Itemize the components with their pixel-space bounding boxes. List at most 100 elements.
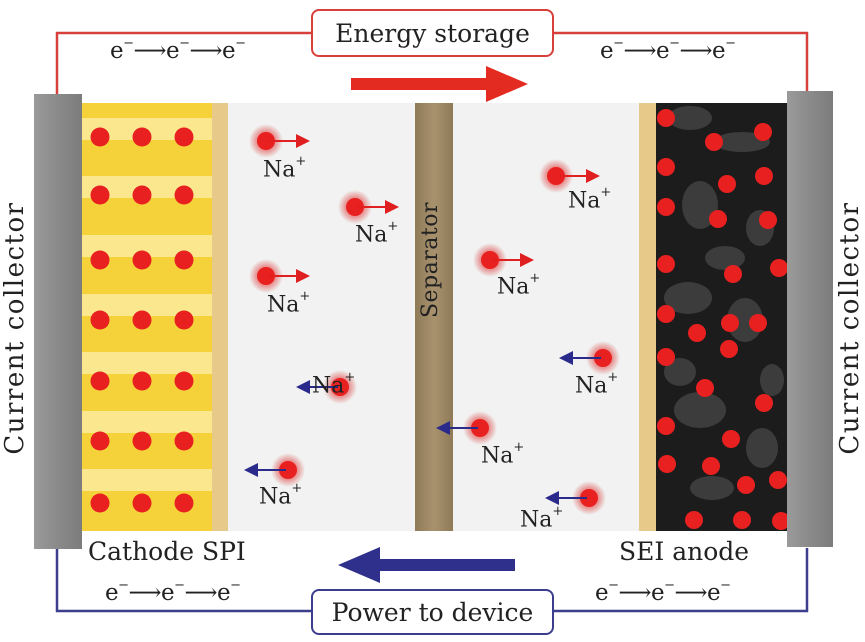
na-ion <box>249 124 310 158</box>
anode-pore <box>690 476 734 500</box>
electron-symbol: e− <box>166 36 190 64</box>
electron-flow-bottom-right: e−⟶e−⟶e− <box>595 578 731 606</box>
right-collector-label: Current collector <box>835 201 865 455</box>
electrolyte-left <box>228 103 415 531</box>
anode-na-dot <box>657 305 675 323</box>
energy-storage-text: Energy storage <box>335 18 530 48</box>
cathode-na-dot <box>174 371 194 391</box>
anode-pore <box>760 364 784 396</box>
cathode-na-dot <box>174 250 194 270</box>
anode-na-dot <box>657 255 675 273</box>
anode-na-dot <box>718 175 736 193</box>
electron-symbol: e− <box>161 578 185 606</box>
na-ion <box>244 453 305 487</box>
na-ion-label: Na+ <box>520 504 564 533</box>
na-ion-core <box>594 349 612 367</box>
anode-pore <box>664 282 712 314</box>
cathode-stripe <box>82 411 212 433</box>
cathode-spi-label: Cathode SPI <box>88 537 246 566</box>
anode-na-dot <box>749 314 767 332</box>
na-ion-label: Na+ <box>259 481 303 510</box>
power-to-device-text: Power to device <box>331 597 534 627</box>
cathode-na-dot <box>132 310 152 330</box>
right-current-collector <box>787 91 833 547</box>
separator-layer <box>415 103 453 531</box>
na-ion-core <box>580 489 598 507</box>
na-ion-core <box>331 378 349 396</box>
discharge-direction-arrow <box>338 547 515 583</box>
electron-symbol: e− <box>217 578 241 606</box>
anode-na-dot <box>737 476 755 494</box>
flow-arrow-icon: ⟶ <box>189 38 223 64</box>
anode-na-dot <box>759 211 777 229</box>
na-ion-label: Na+ <box>575 370 619 399</box>
na-ion <box>559 341 620 375</box>
anode-na-dot <box>658 455 676 473</box>
left-current-collector <box>34 94 82 549</box>
na-ion-core <box>471 419 489 437</box>
flow-arrow-icon: ⟶ <box>184 580 218 606</box>
anode-na-dot <box>772 512 790 530</box>
anode-na-dot <box>696 379 714 397</box>
anode-na-dot <box>657 348 675 366</box>
discharge-wire <box>55 548 809 613</box>
sodium-ions <box>244 124 620 515</box>
electron-symbol: e− <box>656 36 680 64</box>
na-ion-core <box>257 132 275 150</box>
cathode-na-dot <box>132 493 152 513</box>
anode-pore <box>682 181 718 229</box>
power-to-device-label: Power to device <box>311 589 554 635</box>
energy-storage-label: Energy storage <box>311 9 554 57</box>
cathode-na-dot <box>90 185 110 205</box>
electron-symbol: e− <box>712 36 736 64</box>
electron-flow-bottom-left: e−⟶e−⟶e− <box>105 578 241 606</box>
anode-na-dot <box>721 314 739 332</box>
anode-na-dot <box>733 511 751 529</box>
na-ion-label: Na+ <box>497 271 541 300</box>
anode-na-dot <box>722 430 740 448</box>
cathode-na-dot <box>132 185 152 205</box>
anode-pore <box>705 246 745 270</box>
separator-label: Separator <box>417 201 443 319</box>
na-ion <box>545 481 606 515</box>
na-ion <box>539 159 600 193</box>
flow-arrow-icon: ⟶ <box>674 580 708 606</box>
anode-na-dot <box>755 394 773 412</box>
electron-symbol: e− <box>110 36 134 64</box>
anode-na-dot <box>709 210 727 228</box>
cathode-stripe <box>82 469 212 491</box>
cathode-na-dot <box>90 127 110 147</box>
anode-na-dot <box>755 167 773 185</box>
anode-pore <box>674 392 726 428</box>
electron-flow-top-right: e−⟶e−⟶e− <box>600 36 736 64</box>
left-collector-label: Current collector <box>0 201 30 455</box>
cathode-na-dot <box>132 250 152 270</box>
electron-symbol: e− <box>600 36 624 64</box>
cathode-na-dot <box>174 127 194 147</box>
na-ion <box>249 259 310 293</box>
na-ion-label: Na+ <box>263 154 307 183</box>
anode-na-dot <box>688 324 706 342</box>
na-ion-label: Na+ <box>568 185 612 214</box>
anode-na-dot <box>657 198 675 216</box>
cathode-na-dot <box>90 310 110 330</box>
cathode-na-dot <box>90 431 110 451</box>
charge-direction-arrow <box>351 66 528 102</box>
flow-arrow-icon: ⟶ <box>679 38 713 64</box>
na-ion-core <box>481 251 499 269</box>
anode-na-dot <box>754 123 772 141</box>
cathode-na-dot <box>90 250 110 270</box>
electron-symbol: e− <box>222 36 246 64</box>
flow-arrow-icon: ⟶ <box>623 38 657 64</box>
cathode-na-dot <box>90 371 110 391</box>
flow-arrow-icon: ⟶ <box>128 580 162 606</box>
anode-pore <box>664 358 696 386</box>
flow-arrow-icon: ⟶ <box>618 580 652 606</box>
cathode-stripe <box>82 352 212 374</box>
anode-na-dot <box>702 457 720 475</box>
anode-na-dot <box>770 259 788 277</box>
cathode-na-dot <box>132 127 152 147</box>
na-ion <box>473 243 534 277</box>
na-ion-core <box>346 198 364 216</box>
